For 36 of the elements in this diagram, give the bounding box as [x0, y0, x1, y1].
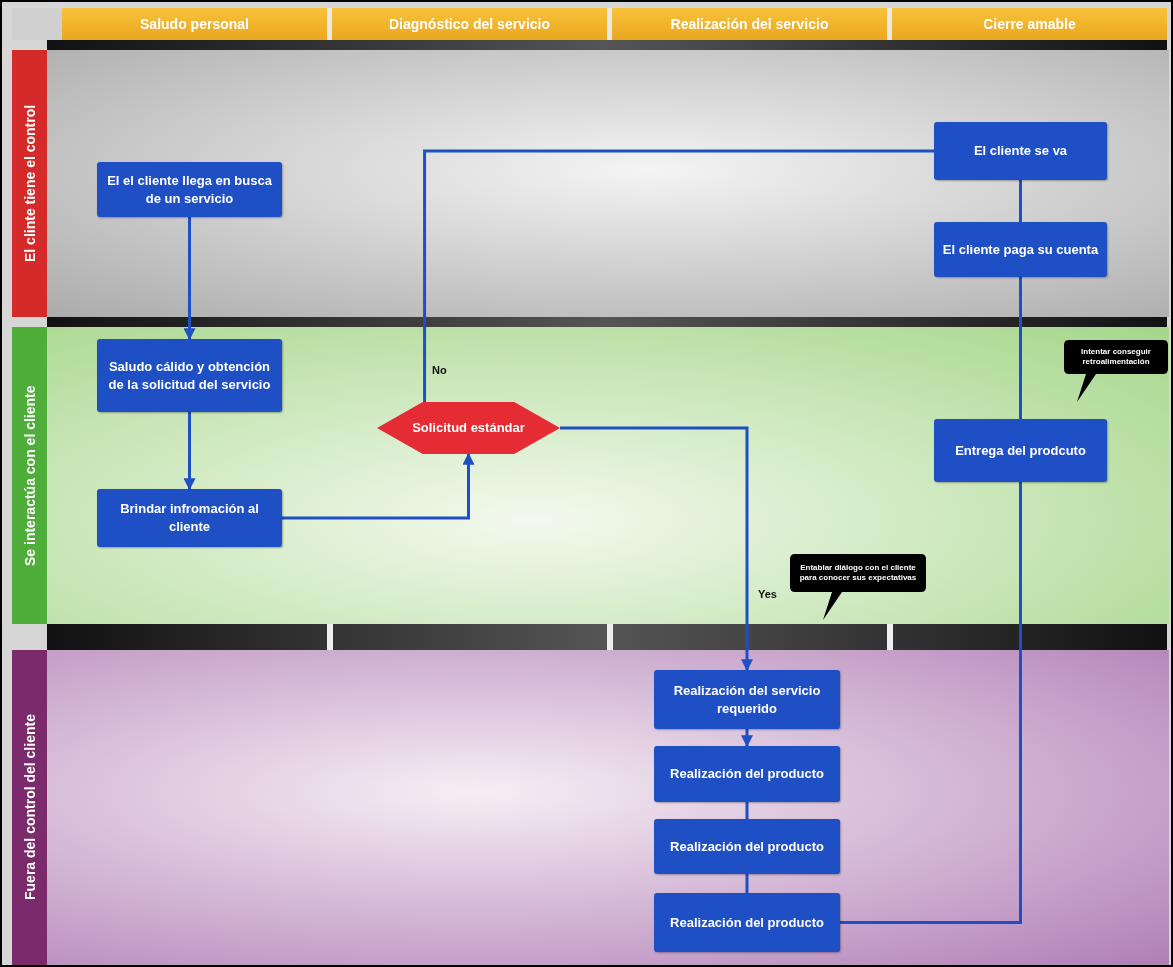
connector-line [1019, 277, 1022, 419]
edge-label: No [432, 364, 447, 376]
edge-label: Yes [758, 588, 777, 600]
swimlane [12, 650, 1169, 965]
arrow [183, 412, 196, 491]
swimlane [12, 327, 1169, 624]
arrow [282, 452, 475, 520]
process-box: Entrega del prodcuto [934, 419, 1107, 482]
swimlane [12, 50, 1169, 317]
process-box: Brindar infromación al cliente [97, 489, 282, 547]
connector-line [1019, 180, 1022, 222]
connector-line [745, 874, 749, 893]
lane-title: Fuera del control del cliente [12, 650, 47, 965]
connector-line [745, 802, 749, 819]
lane-title: El clinte tiene el control [12, 50, 47, 317]
speech-bubble: Intentar conseguir retroalimentación [1064, 340, 1168, 402]
arrow [560, 426, 753, 672]
connector-line [840, 482, 1022, 924]
column-header: Realización del servicio [612, 8, 887, 40]
connector-line [423, 149, 934, 402]
arrow [741, 729, 753, 748]
process-box: Realización del producto [654, 819, 840, 874]
process-box: El el cliente llega en busca de un servicio [97, 162, 282, 217]
column-header: Saludo personal [62, 8, 327, 40]
process-box: Saludo cálido y obtención de la solicitud del servicio [97, 339, 282, 412]
lane-title: Se interactúa con el cliente [12, 327, 47, 624]
speech-bubble: Entablar diálogo con el cliente para conocer sus expectativas [790, 554, 926, 620]
process-box: Realización del producto [654, 746, 840, 802]
arrow [183, 217, 196, 341]
column-header: Cierre amable [892, 8, 1167, 40]
decision-hexagon: Solicitud estándar [377, 402, 560, 454]
process-box: El cliente paga su cuenta [934, 222, 1107, 277]
process-box: Realización del servicio requerido [654, 670, 840, 729]
process-box: El cliente se va [934, 122, 1107, 180]
process-box: Realización del producto [654, 893, 840, 952]
column-header: Diagnóstico del servicio [332, 8, 607, 40]
